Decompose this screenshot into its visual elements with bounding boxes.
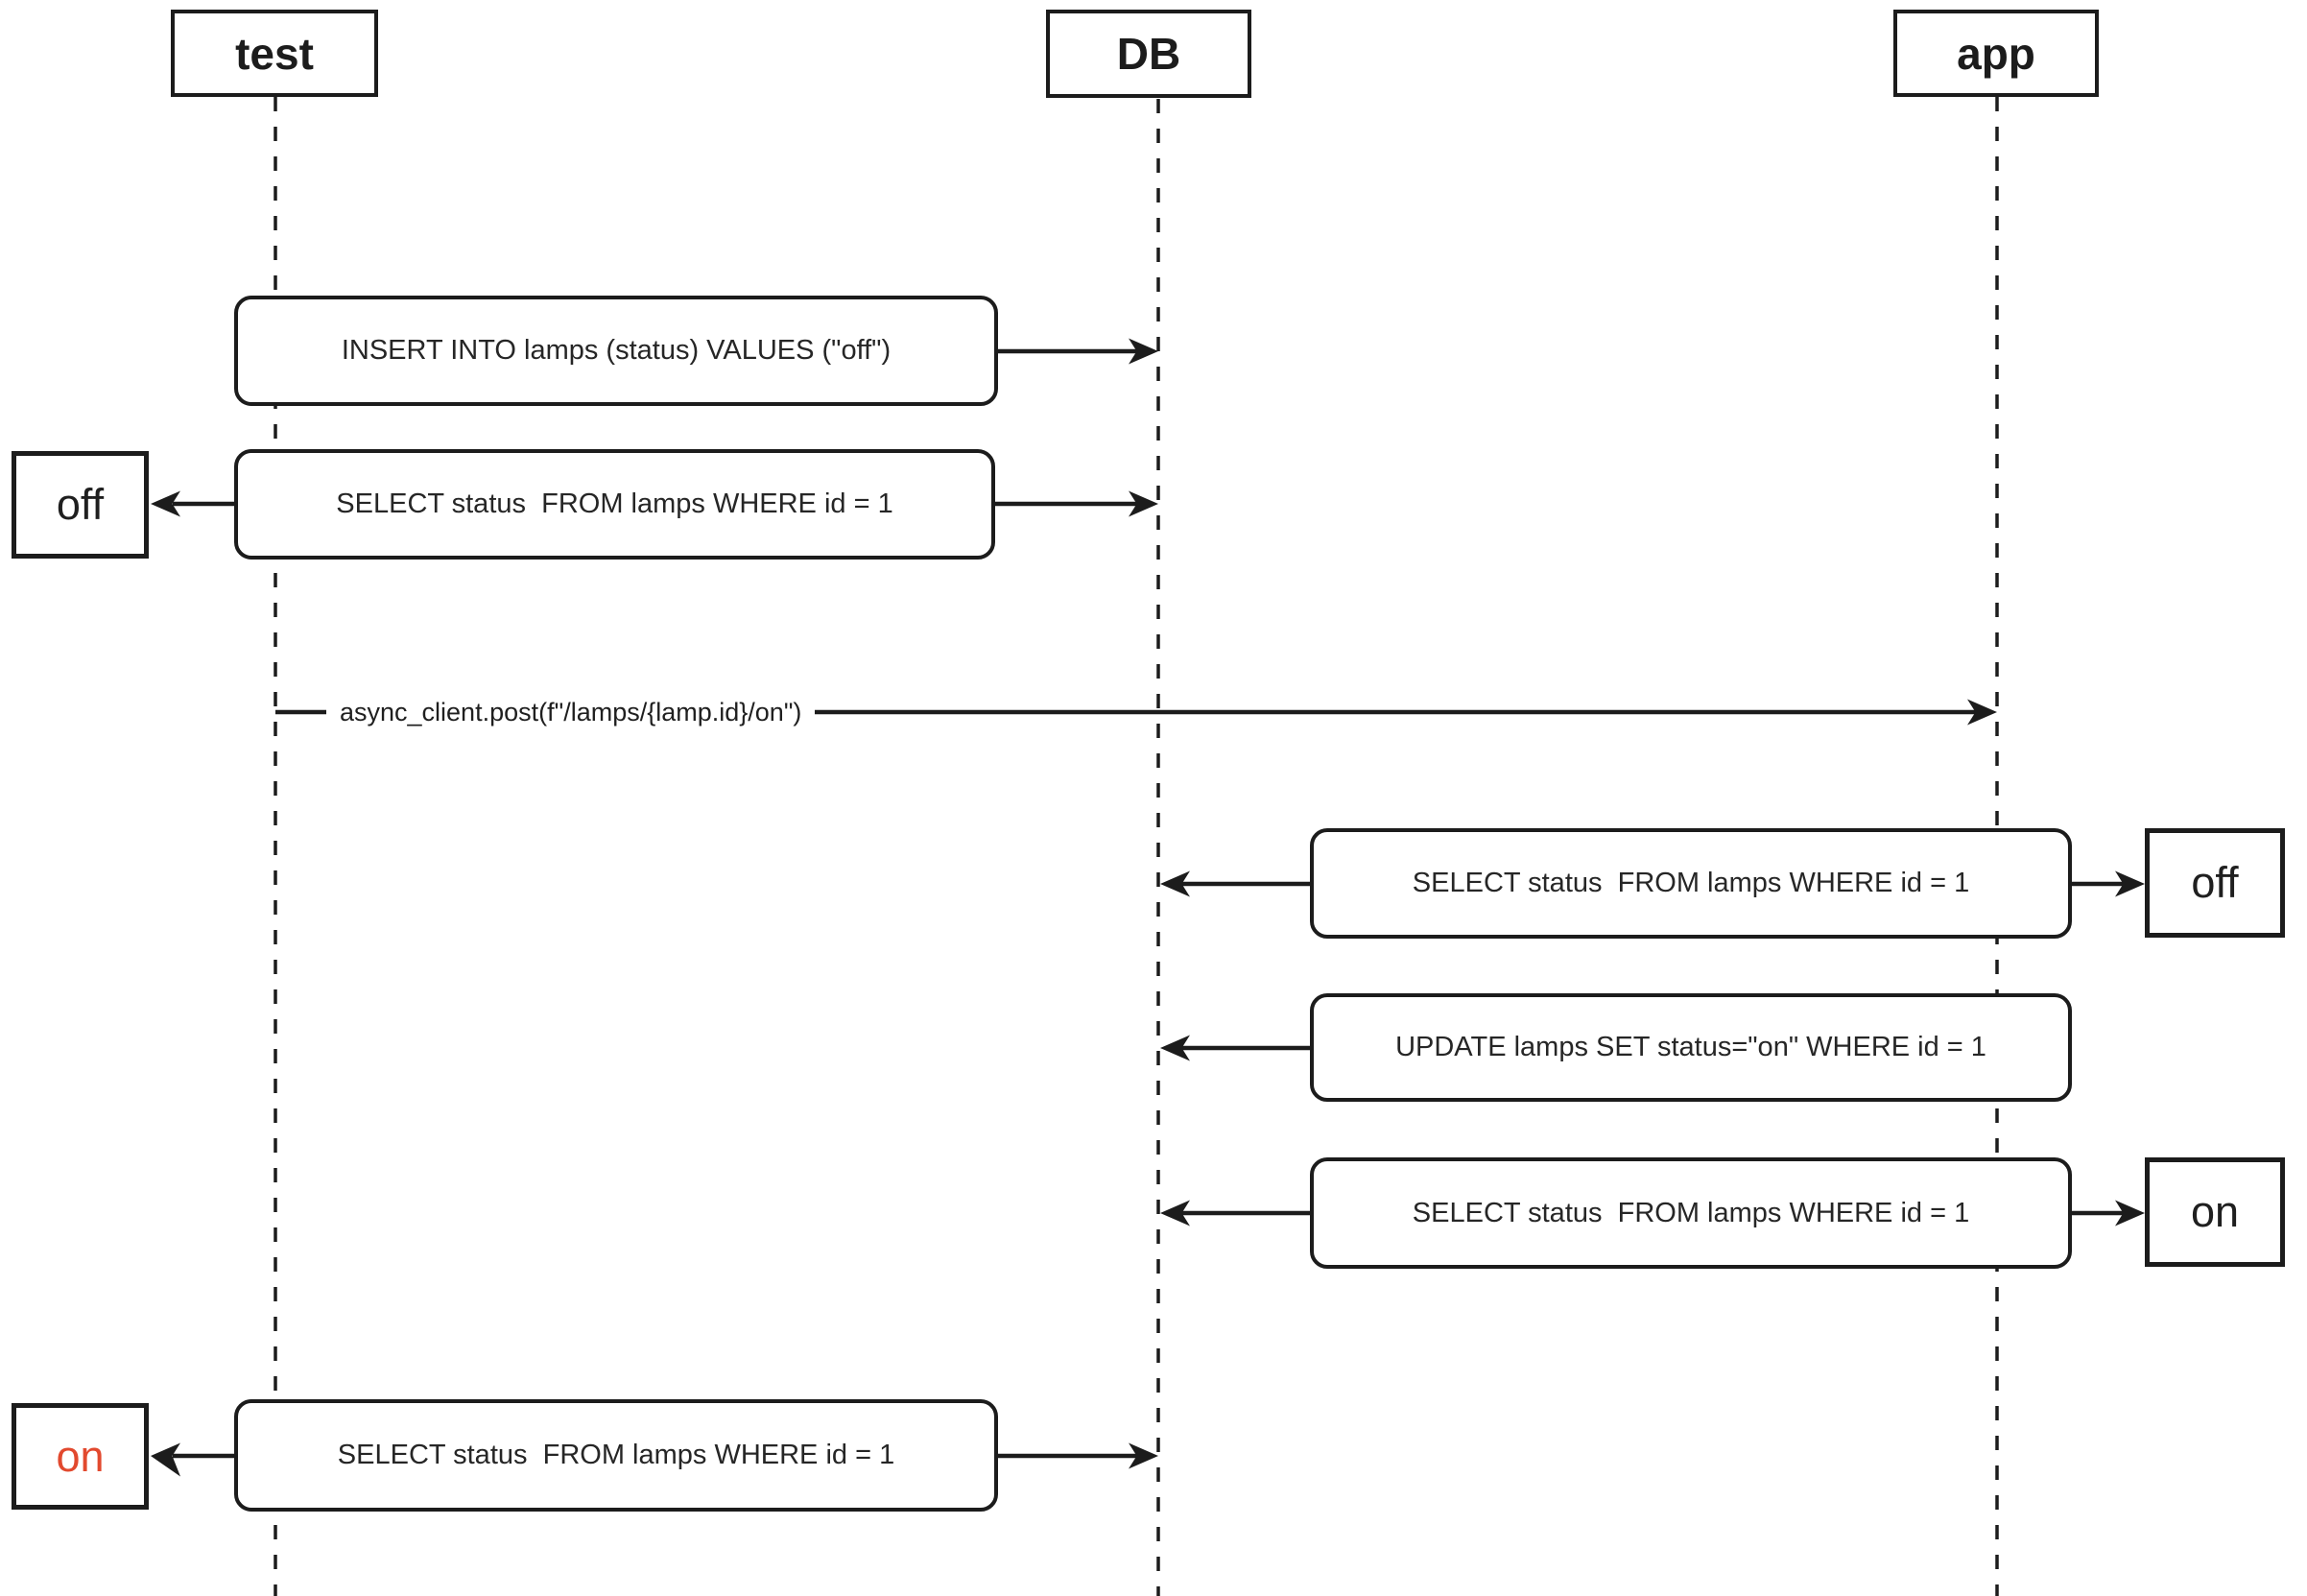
result-off-left-text: off	[56, 480, 105, 529]
message-select-1-text: SELECT status FROM lamps WHERE id = 1	[336, 488, 893, 519]
message-select-3-text: SELECT status FROM lamps WHERE id = 1	[1412, 1197, 1970, 1228]
actor-test-label: test	[235, 28, 314, 79]
message-async-post-label: async_client.post(f"/lamps/{lamp.id}/on"…	[326, 696, 816, 728]
arrowhead-left-icon	[1160, 1035, 1190, 1061]
message-select-3: SELECT status FROM lamps WHERE id = 1	[1310, 1157, 2072, 1269]
result-off-right-text: off	[2191, 858, 2239, 907]
arrowhead-right-icon	[2115, 1200, 2145, 1227]
message-select-4: SELECT status FROM lamps WHERE id = 1	[234, 1399, 998, 1512]
result-off-right: off	[2145, 828, 2285, 938]
message-insert: INSERT INTO lamps (status) VALUES ("off"…	[234, 296, 998, 406]
result-off-left: off	[12, 451, 149, 559]
message-update-text: UPDATE lamps SET status="on" WHERE id = …	[1395, 1032, 1986, 1062]
message-insert-text: INSERT INTO lamps (status) VALUES ("off"…	[341, 335, 892, 366]
message-update: UPDATE lamps SET status="on" WHERE id = …	[1310, 993, 2072, 1102]
actor-test: test	[171, 10, 378, 97]
actor-app: app	[1893, 10, 2099, 97]
message-select-2: SELECT status FROM lamps WHERE id = 1	[1310, 828, 2072, 939]
arrowhead-left-icon	[1160, 1200, 1190, 1227]
arrowhead-right-icon	[1967, 699, 1997, 726]
result-on-right: on	[2145, 1157, 2285, 1267]
arrowhead-left-icon	[151, 490, 180, 517]
arrowhead-left-icon	[151, 1442, 180, 1477]
arrowhead-right-icon	[1129, 1442, 1158, 1469]
arrowhead-right-icon	[2115, 870, 2145, 897]
message-select-4-text: SELECT status FROM lamps WHERE id = 1	[337, 1440, 895, 1470]
result-on-left-highlighted: on	[12, 1403, 149, 1510]
actor-db: DB	[1046, 10, 1251, 98]
actor-app-label: app	[1957, 28, 2035, 79]
message-select-1: SELECT status FROM lamps WHERE id = 1	[234, 449, 995, 560]
result-on-right-text: on	[2190, 1187, 2240, 1236]
arrowhead-right-icon	[1129, 490, 1158, 517]
actor-db-label: DB	[1116, 29, 1181, 79]
message-select-2-text: SELECT status FROM lamps WHERE id = 1	[1412, 868, 1970, 898]
result-on-left-text: on	[56, 1431, 105, 1481]
arrowhead-left-icon	[1160, 870, 1190, 897]
arrowhead-right-icon	[1129, 338, 1158, 365]
